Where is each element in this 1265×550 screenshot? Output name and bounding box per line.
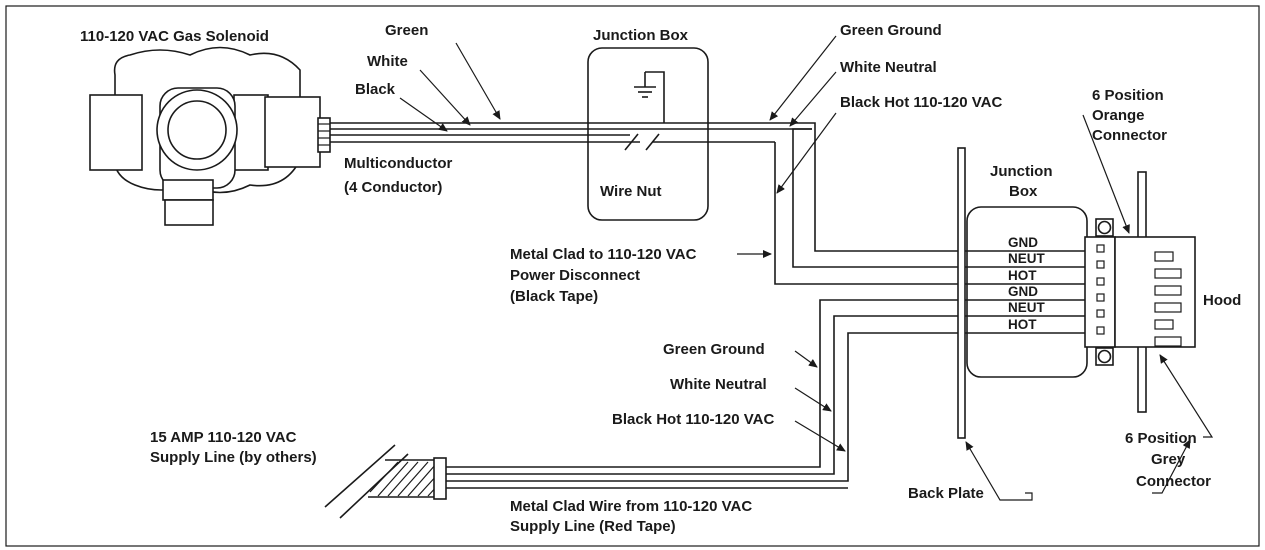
terminal-label: GND xyxy=(1008,235,1038,250)
label-orange-connector-3: Connector xyxy=(1092,127,1167,144)
label-multiconductor: Multiconductor xyxy=(344,155,452,172)
label-white-neutral-bottom: White Neutral xyxy=(670,376,767,393)
label-green-ground-top: Green Ground xyxy=(840,22,942,39)
orange-connector xyxy=(1084,218,1116,366)
terminal-label: NEUT xyxy=(1008,251,1046,266)
junction-box-top xyxy=(587,47,709,221)
label-junction-right-1: Junction xyxy=(990,163,1053,180)
label-grey-connector-2: Grey xyxy=(1151,451,1186,468)
label-grey-connector-1: 6 Position xyxy=(1125,430,1197,447)
label-junction-right-2: Box xyxy=(1009,183,1038,200)
terminal-label: NEUT xyxy=(1008,300,1046,315)
label-grey-connector-3: Connector xyxy=(1136,473,1211,490)
label-white-neutral-top: White Neutral xyxy=(840,59,937,76)
back-plate xyxy=(957,147,966,439)
grey-connector xyxy=(1114,171,1196,413)
label-back-plate: Back Plate xyxy=(908,485,984,502)
gas-solenoid xyxy=(89,46,331,226)
label-metal-clad-2: Power Disconnect xyxy=(510,267,640,284)
leader-lines xyxy=(399,35,1214,501)
terminal-label: HOT xyxy=(1008,317,1037,332)
label-metal-clad-3: (Black Tape) xyxy=(510,288,598,305)
multiconductor-cable xyxy=(330,122,812,143)
terminal-label: GND xyxy=(1008,284,1038,299)
label-green: Green xyxy=(385,22,428,39)
label-supply-2: Supply Line (by others) xyxy=(150,449,317,466)
label-wire-nut: Wire Nut xyxy=(600,183,662,200)
wires-to-connector xyxy=(774,122,1085,285)
label-metal-clad-1: Metal Clad to 110-120 VAC xyxy=(510,246,697,263)
label-black-hot-bottom: Black Hot 110-120 VAC xyxy=(612,411,774,428)
label-metal-clad-wire-1: Metal Clad Wire from 110-120 VAC xyxy=(510,498,752,515)
label-solenoid: 110-120 VAC Gas Solenoid xyxy=(80,28,269,45)
label-junction-box-top: Junction Box xyxy=(593,27,689,44)
label-supply-1: 15 AMP 110-120 VAC xyxy=(150,429,297,446)
label-orange-connector-2: Orange xyxy=(1092,107,1145,124)
label-black-hot-top: Black Hot 110-120 VAC xyxy=(840,94,1002,111)
terminal-label: HOT xyxy=(1008,268,1037,283)
label-metal-clad-wire-2: Supply Line (Red Tape) xyxy=(510,518,676,535)
label-white: White xyxy=(367,53,408,70)
diagram-border xyxy=(5,5,1260,547)
supply-line-wires xyxy=(446,299,1085,489)
label-black: Black xyxy=(355,81,396,98)
supply-conduit xyxy=(324,444,447,519)
label-hood: Hood xyxy=(1203,292,1241,309)
label-orange-connector-1: 6 Position xyxy=(1092,87,1164,104)
label-4-conductor: (4 Conductor) xyxy=(344,179,442,196)
label-green-ground-bottom: Green Ground xyxy=(663,341,765,358)
